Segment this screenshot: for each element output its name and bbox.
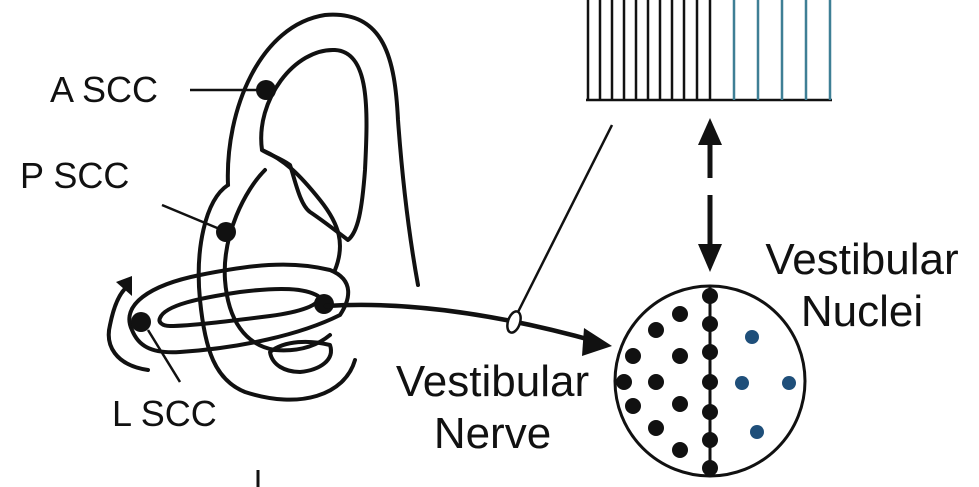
bidirectional-arrow <box>698 118 722 272</box>
spike-raster <box>586 0 832 100</box>
nerve-leader <box>515 125 612 318</box>
p-scc-dot <box>216 222 236 242</box>
inner-ear-canals <box>129 15 418 400</box>
lateral-canal-inner <box>159 289 318 326</box>
p-scc-label: P SCC <box>20 158 129 194</box>
anterior-canal-inner <box>261 50 366 240</box>
vestibular-nerve-arrow <box>326 305 612 356</box>
vestibular-nerve-label-line1: Vestibular <box>385 360 600 404</box>
l-scc-label: L SCC <box>112 396 217 432</box>
nerve-cross-section <box>505 310 523 335</box>
posterior-canal-inner <box>225 170 330 350</box>
anterior-canal-outer <box>228 15 418 285</box>
vestibular-nuclei-label-line2: Nuclei <box>757 290 967 334</box>
p-scc-leader <box>162 205 222 230</box>
ampulla <box>270 342 331 372</box>
l-scc-dot <box>131 312 151 332</box>
a-scc-dot <box>256 80 276 100</box>
a-scc-label: A SCC <box>50 72 158 108</box>
common-crus <box>262 150 340 270</box>
l-scc-leader <box>148 330 180 382</box>
vestibular-nerve-label-line2: Nerve <box>385 412 600 456</box>
vestibular-nuclei-label-line1: Vestibular <box>757 238 967 282</box>
